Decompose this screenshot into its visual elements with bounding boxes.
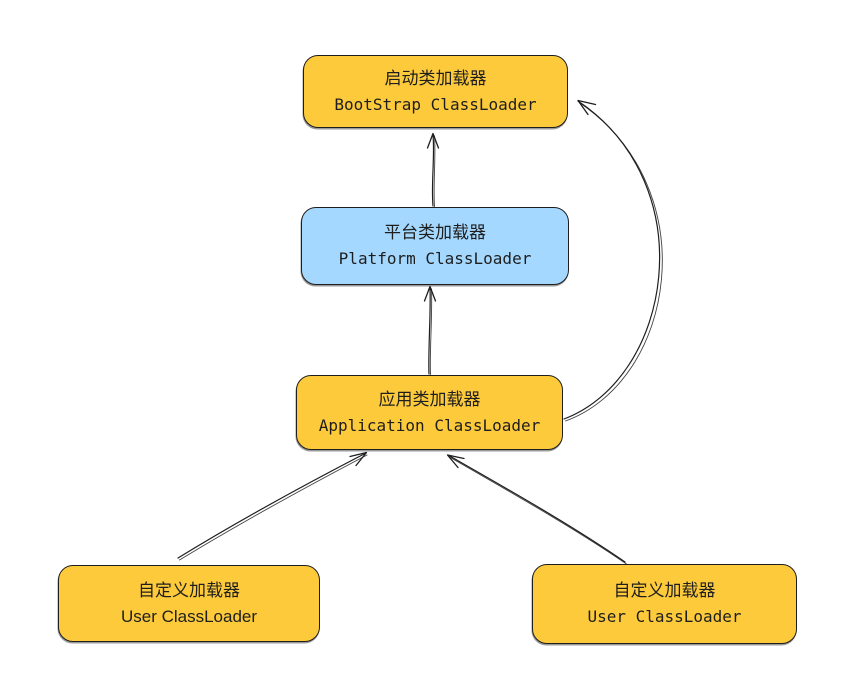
arrow-application-to-bootstrap	[563, 99, 663, 422]
application-label-zh: 应用类加载器	[378, 389, 481, 409]
user-right-label-zh: 自定义加载器	[613, 581, 716, 600]
platform-label-zh: 平台类加载器	[384, 223, 486, 242]
user-left-label-en: User ClassLoader	[120, 606, 258, 626]
arrow-application-to-platform	[423, 285, 437, 375]
bootstrap-label-en: BootStrap ClassLoader	[334, 94, 537, 114]
application-label-en: Application ClassLoader	[318, 415, 541, 435]
arrow-userright-to-application	[446, 454, 627, 565]
platform-label-en: Platform ClassLoader	[338, 249, 532, 268]
node-bootstrap-classloader: 启动类加载器 BootStrap ClassLoader	[303, 55, 568, 128]
user-right-label-en: User ClassLoader	[587, 607, 742, 626]
node-application-classloader: 应用类加载器 Application ClassLoader	[296, 375, 563, 450]
arrow-platform-to-bootstrap	[426, 132, 440, 207]
node-user-classloader-left: 自定义加载器 User ClassLoader	[58, 565, 320, 642]
node-user-classloader-right: 自定义加载器 User ClassLoader	[532, 564, 797, 644]
user-left-label-zh: 自定义加载器	[138, 580, 240, 600]
node-platform-classloader: 平台类加载器 Platform ClassLoader	[301, 207, 569, 285]
bootstrap-label-zh: 启动类加载器	[384, 68, 487, 88]
arrow-userleft-to-application	[177, 451, 368, 561]
